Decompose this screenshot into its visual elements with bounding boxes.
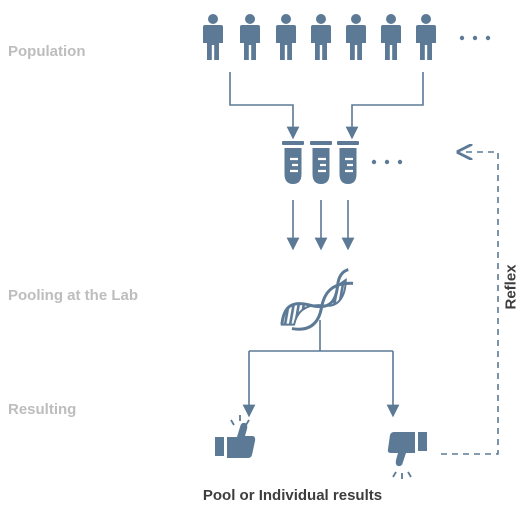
- tubes-to-lab-arrows: [286, 200, 355, 251]
- stage-label-population: Population: [8, 43, 86, 60]
- stage-label-pooling: Pooling at the Lab: [8, 287, 138, 304]
- stage-label-resulting: Resulting: [8, 401, 77, 418]
- test-tube-icon: [337, 141, 359, 185]
- person-icon: [381, 14, 401, 60]
- lab-to-results-connector: [242, 320, 400, 418]
- test-tube-icon: [282, 141, 304, 185]
- dna-icon: [280, 268, 354, 331]
- person-icon: [416, 14, 436, 60]
- thumbs-up-icon: [215, 415, 256, 458]
- test-tube-icon: [310, 141, 332, 185]
- thumbs-down-icon: [387, 432, 427, 479]
- person-icon: [311, 14, 331, 60]
- person-icon: [346, 14, 366, 60]
- people-row: [203, 14, 436, 60]
- reflex-loop: [441, 152, 499, 455]
- tubes-ellipsis: [371, 159, 403, 165]
- test-tubes: [282, 141, 359, 185]
- person-icon: [276, 14, 296, 60]
- people-to-tubes-connector: [229, 72, 424, 140]
- people-ellipsis: [459, 35, 491, 41]
- person-icon: [240, 14, 260, 60]
- results-caption: Pool or Individual results: [202, 487, 383, 504]
- reflex-label: Reflex: [502, 264, 520, 310]
- person-icon: [203, 14, 223, 60]
